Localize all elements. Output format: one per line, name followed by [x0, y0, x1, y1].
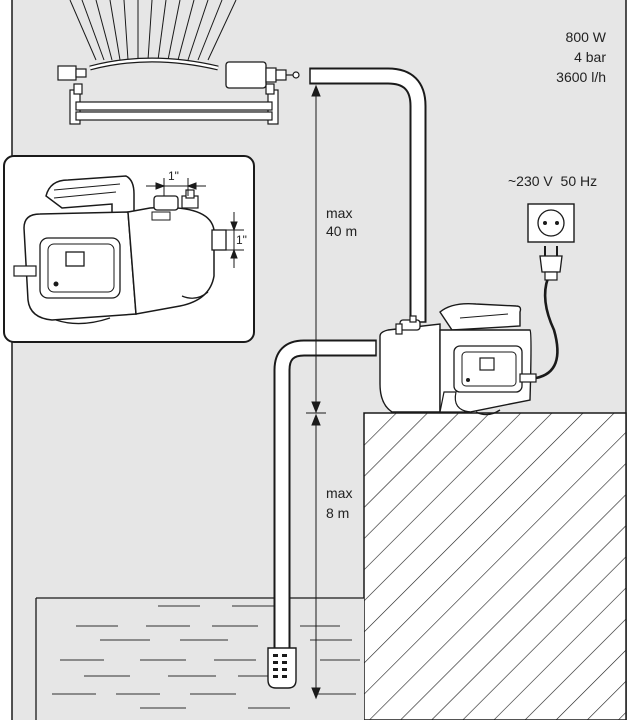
ground-block: [363, 412, 627, 720]
spec-labels: 800 W 4 bar 3600 l/h: [556, 29, 607, 85]
sprinkler-icon: [57, 0, 300, 125]
suction-height-label: max: [326, 485, 352, 501]
socket-icon: [527, 203, 575, 243]
height-arrows: [306, 84, 326, 700]
pump-icon: [379, 302, 537, 416]
voltage-label: ~230 V 50 Hz: [508, 173, 597, 189]
outlet-size-label: 1": [168, 169, 179, 183]
detail-inset: [3, 155, 255, 343]
strainer-icon: [267, 647, 297, 689]
dimension-lines: [146, 178, 244, 268]
suction-hose: [273, 339, 377, 648]
inlet-size-label: 1": [236, 233, 247, 247]
power-cable: [535, 277, 559, 380]
plug-icon: [539, 246, 563, 281]
detail-pump-icon: [13, 175, 227, 325]
suction-height-value: 8 m: [326, 505, 349, 521]
delivery-height-label: max: [326, 205, 352, 221]
pressure-label: 4 bar: [574, 49, 606, 65]
flow-label: 3600 l/h: [556, 69, 606, 85]
delivery-height-value: 40 m: [326, 223, 357, 239]
water-well: [35, 597, 364, 720]
power-label: 800 W: [566, 29, 607, 45]
